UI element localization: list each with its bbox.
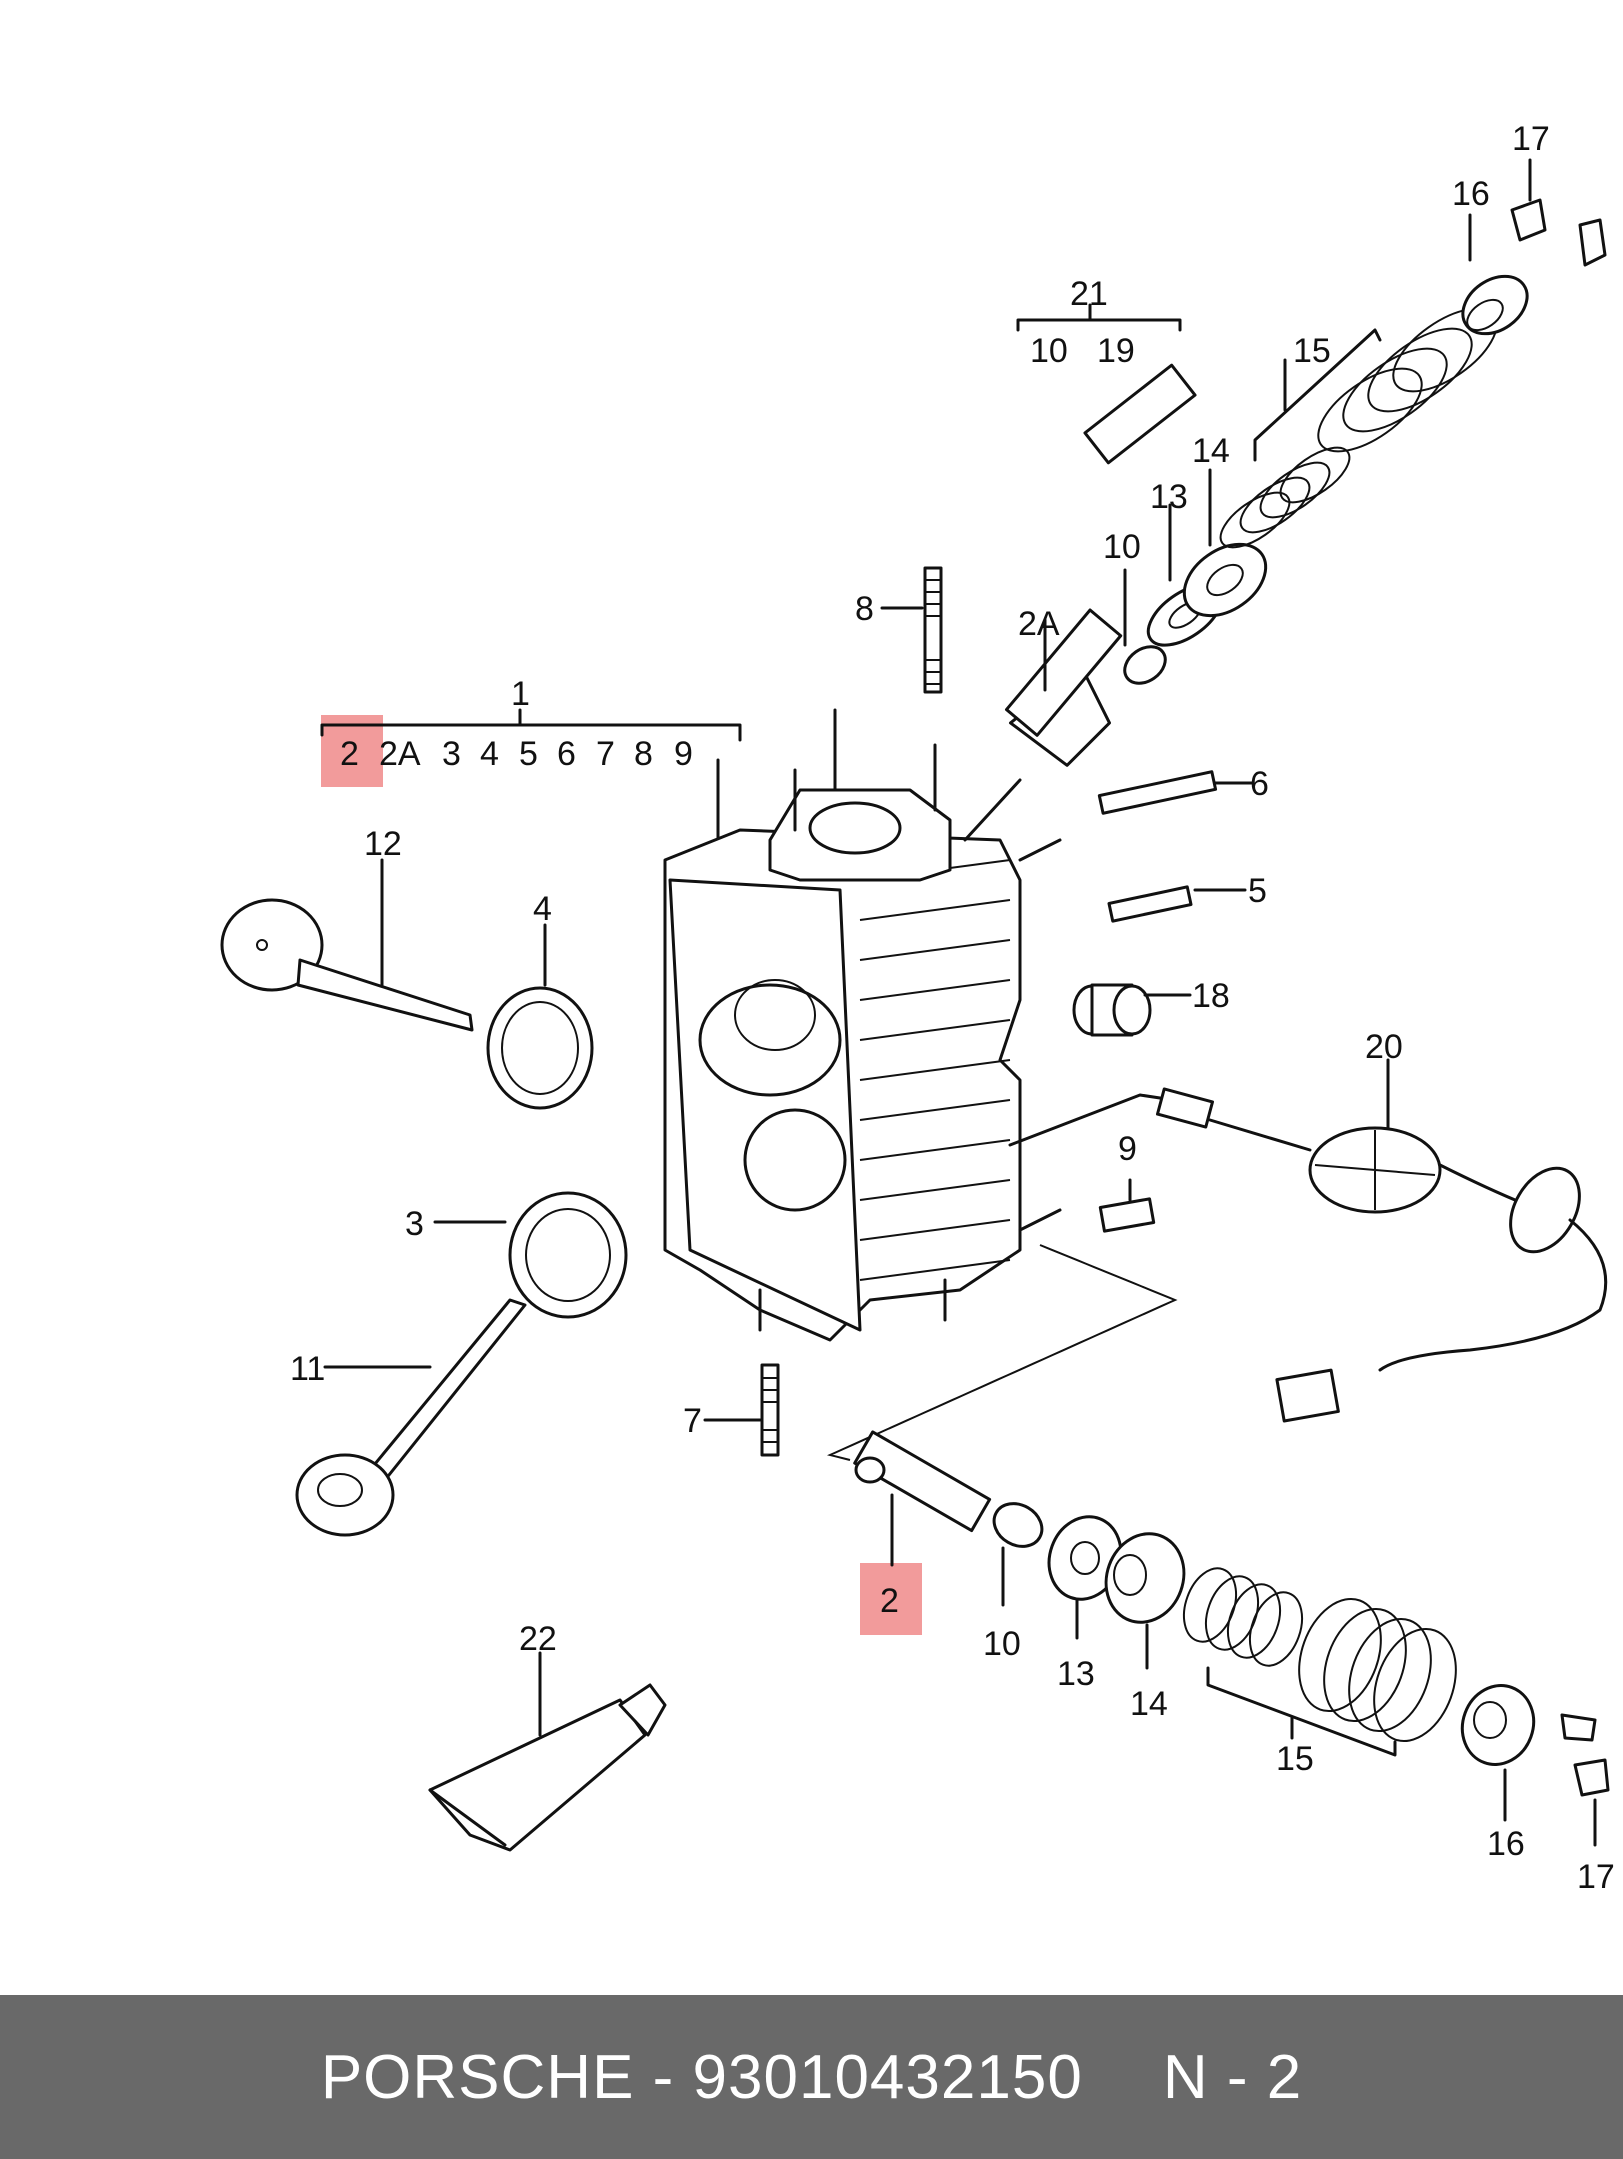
valve-guide-top-drawing — [963, 608, 1123, 842]
label-9: 9 — [1118, 1130, 1137, 1168]
label-14-top: 14 — [1192, 432, 1230, 470]
group-1-item: 4 — [480, 735, 499, 773]
group-1-item: 6 — [557, 735, 576, 773]
inner-spring-top — [1219, 446, 1351, 549]
stud-5-drawing — [1107, 885, 1247, 923]
bolt-6-drawing — [1097, 770, 1254, 815]
label-22: 22 — [519, 1620, 557, 1658]
pin-9-drawing — [1098, 1178, 1156, 1233]
label-15-bottom: 15 — [1276, 1740, 1314, 1778]
group-1-item: 2A — [379, 735, 421, 773]
label-17-top: 17 — [1512, 120, 1550, 158]
group-21-bracket — [1016, 303, 1197, 465]
plug-18-drawing — [1072, 983, 1192, 1037]
group-1-item: 5 — [519, 735, 538, 773]
label-18: 18 — [1192, 977, 1230, 1015]
group-1-bracket — [320, 708, 742, 847]
label-8: 8 — [855, 590, 874, 628]
group-1-items: 2 2A 3 4 5 6 7 8 9 — [340, 735, 693, 773]
label-3: 3 — [405, 1205, 424, 1243]
group-1-item: 9 — [674, 735, 693, 773]
group-1-item: 3 — [442, 735, 461, 773]
valve-train-top-drawing — [1123, 158, 1607, 685]
label-7: 7 — [683, 1402, 702, 1440]
label-16-top: 16 — [1452, 175, 1490, 213]
label-20: 20 — [1365, 1028, 1403, 1066]
label-12: 12 — [364, 825, 402, 863]
valve-11-drawing — [295, 1298, 527, 1537]
seat-ring-4-drawing — [486, 923, 594, 1110]
parts-diagram: 1 2 2A 3 4 5 6 7 8 9 2A — [220, 120, 1615, 1896]
valve-train-bottom-drawing — [992, 1502, 1610, 1847]
stud-8-drawing — [880, 566, 943, 694]
inner-spring-bottom — [1182, 1567, 1304, 1667]
label-16-bottom: 16 — [1487, 1825, 1525, 1863]
label-21: 21 — [1070, 275, 1108, 313]
group-1-item: 7 — [596, 735, 615, 773]
sensor-20-drawing — [1155, 1058, 1608, 1423]
label-6: 6 — [1250, 765, 1269, 803]
label-17-bottom: 17 — [1577, 1858, 1615, 1896]
valve-guide-2-drawing — [853, 1430, 992, 1567]
highlight-box-bottom — [860, 1563, 922, 1635]
highlight-box-top — [321, 715, 383, 787]
diagram-reference-text: N - 2 — [1162, 2042, 1303, 2112]
outer-spring-bottom — [1298, 1597, 1457, 1743]
label-14-bottom: 14 — [1130, 1685, 1168, 1723]
label-10-bottom: 10 — [983, 1625, 1021, 1663]
label-13-top: 13 — [1150, 478, 1188, 516]
label-2: 2 — [880, 1582, 899, 1620]
seat-ring-3-drawing — [433, 1191, 628, 1319]
group-1-item: 2 — [340, 735, 359, 773]
dashed-guide-line — [826, 1244, 1178, 1461]
label-13-bottom: 13 — [1057, 1655, 1095, 1693]
cylinder-head-drawing — [663, 708, 1162, 1342]
part-number-text: PORSCHE - 93010432150 — [320, 2042, 1083, 2112]
label-19: 19 — [1097, 332, 1135, 370]
label-10-top: 10 — [1103, 528, 1141, 566]
label-4: 4 — [533, 890, 552, 928]
tube-22-drawing — [428, 1651, 667, 1852]
stud-7-drawing — [703, 1363, 780, 1457]
valve-12-drawing — [220, 858, 474, 1032]
label-1: 1 — [511, 675, 530, 713]
part-number-footer: PORSCHE - 93010432150 N - 2 — [0, 1995, 1623, 2159]
label-10-group21: 10 — [1030, 332, 1068, 370]
group-1-item: 8 — [634, 735, 653, 773]
label-2a: 2A — [1018, 605, 1060, 643]
label-11: 11 — [290, 1350, 325, 1388]
label-5: 5 — [1248, 872, 1267, 910]
label-15-top: 15 — [1293, 332, 1331, 370]
